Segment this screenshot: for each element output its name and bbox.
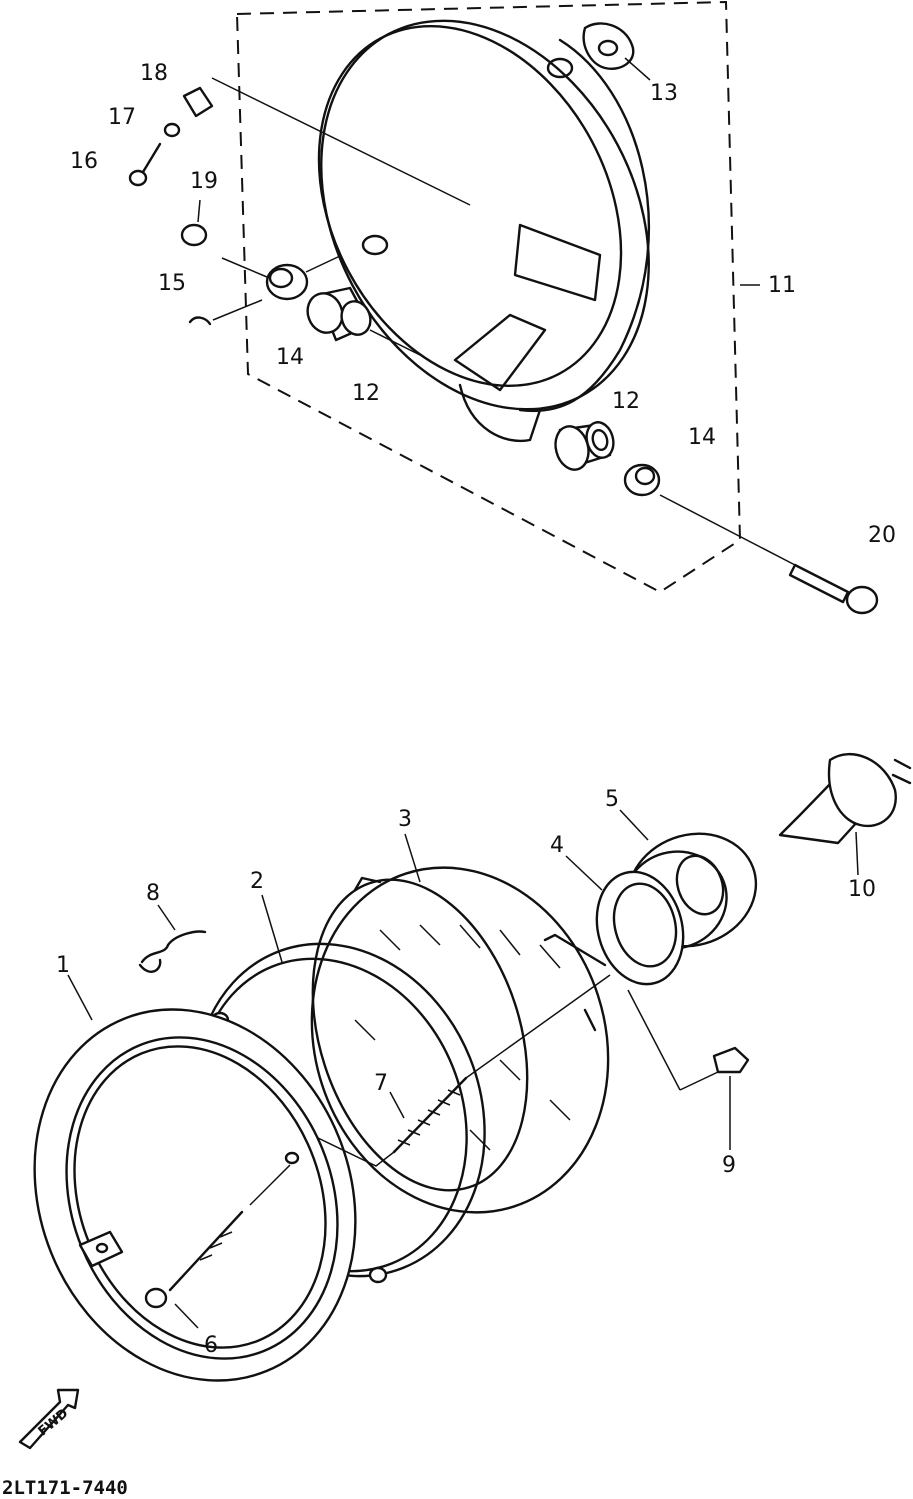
housing-assembly bbox=[128, 0, 879, 615]
label-20: 20 bbox=[868, 523, 896, 548]
collar-14-left bbox=[265, 255, 341, 301]
spring-7 bbox=[317, 974, 611, 1167]
label-11: 11 bbox=[768, 273, 796, 298]
label-4: 4 bbox=[550, 833, 564, 858]
headlight-housing bbox=[317, 19, 651, 443]
clip-9 bbox=[712, 1046, 750, 1150]
collar-14-right bbox=[623, 463, 661, 497]
label-18: 18 bbox=[140, 61, 168, 86]
washer-18 bbox=[182, 77, 471, 206]
screw-16 bbox=[128, 142, 162, 187]
damper-12-right bbox=[554, 421, 615, 471]
label-14-right: 14 bbox=[688, 425, 716, 450]
wire-clip-8 bbox=[138, 904, 207, 973]
label-2: 2 bbox=[250, 869, 264, 894]
label-15: 15 bbox=[158, 271, 186, 296]
bulb-10 bbox=[778, 752, 912, 876]
label-14-left: 14 bbox=[276, 345, 304, 370]
label-9: 9 bbox=[722, 1153, 736, 1178]
label-7: 7 bbox=[374, 1071, 388, 1096]
label-12-left: 12 bbox=[352, 381, 380, 406]
label-1: 1 bbox=[56, 953, 70, 978]
forward-arrow-icon: FWD bbox=[18, 1388, 80, 1450]
grommet-13 bbox=[582, 22, 651, 81]
label-5: 5 bbox=[605, 787, 619, 812]
label-13: 13 bbox=[650, 81, 678, 106]
damper-12-left bbox=[306, 286, 421, 356]
label-8: 8 bbox=[146, 881, 160, 906]
label-12-right: 12 bbox=[612, 389, 640, 414]
grommet-19 bbox=[180, 199, 208, 247]
rim-1 bbox=[33, 1008, 357, 1382]
part-labels: 18 17 16 19 15 14 12 13 11 12 14 20 5 4 … bbox=[56, 61, 896, 1358]
label-6: 6 bbox=[204, 1333, 218, 1358]
lens-unit-3 bbox=[310, 866, 610, 1214]
retaining-ring-4 bbox=[595, 870, 719, 1091]
label-10: 10 bbox=[848, 877, 876, 902]
headlight-lens-assembly bbox=[33, 752, 912, 1382]
pin-15 bbox=[188, 299, 263, 326]
figure-code: 2LT171-7440 bbox=[2, 1477, 128, 1499]
label-19: 19 bbox=[190, 169, 218, 194]
adjust-screw-6 bbox=[144, 1151, 300, 1329]
label-16: 16 bbox=[70, 149, 98, 174]
nut-17 bbox=[163, 122, 181, 138]
bolt-20 bbox=[659, 494, 879, 615]
label-3: 3 bbox=[398, 807, 412, 832]
label-17: 17 bbox=[108, 105, 136, 130]
